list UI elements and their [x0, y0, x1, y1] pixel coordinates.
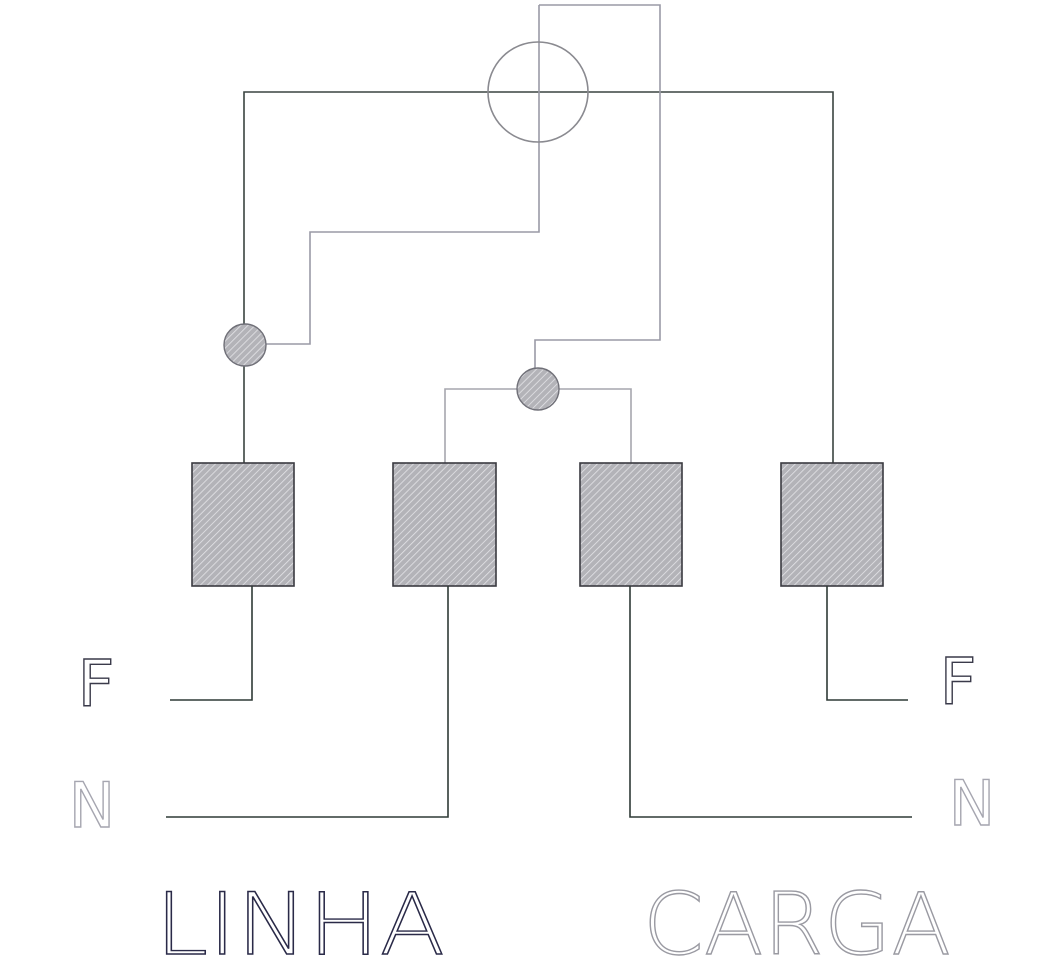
- meter-circle: [487, 41, 589, 143]
- line-phase-label: F: [78, 648, 115, 722]
- junction-node-center: [516, 367, 560, 411]
- terminal-block-3: [579, 462, 683, 587]
- terminal-block-4: [780, 462, 884, 587]
- wire-load-neutral: [629, 586, 912, 818]
- junction-node-left: [223, 323, 267, 367]
- wire-meter-to-center-node: [534, 4, 661, 368]
- wire-line-phase: [170, 586, 253, 701]
- upper-wiring: [243, 4, 834, 465]
- line-caption: LINHA: [155, 875, 445, 975]
- wire-meter-to-left-node: [266, 5, 540, 345]
- load-caption: CARGA: [643, 875, 951, 975]
- load-neutral-label: N: [949, 767, 995, 840]
- terminal-block-2: [392, 462, 497, 587]
- wire-line-neutral: [166, 586, 449, 818]
- wire-center-node-to-terminal-2: [444, 388, 517, 465]
- terminal-blocks: [191, 462, 884, 587]
- terminal-block-1: [191, 462, 295, 587]
- line-neutral-label: N: [69, 769, 115, 842]
- wire-load-phase: [826, 586, 908, 701]
- wire-center-node-to-terminal-3: [558, 388, 632, 465]
- lower-wiring: [166, 586, 912, 818]
- load-phase-label: F: [940, 646, 977, 720]
